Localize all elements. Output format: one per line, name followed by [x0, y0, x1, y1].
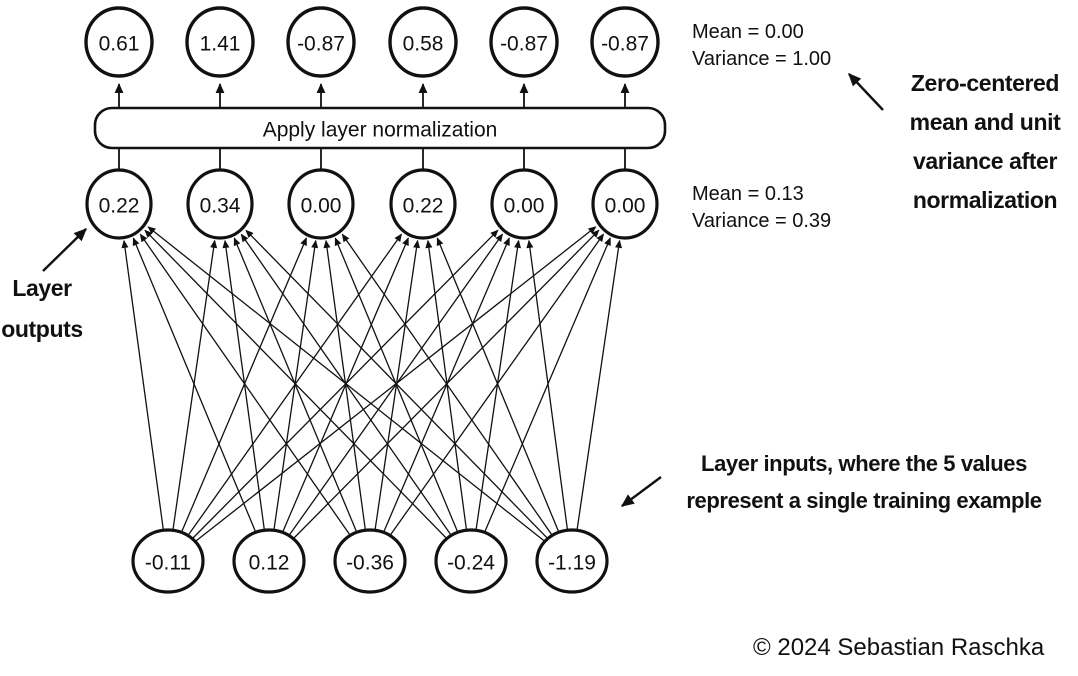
connection-line — [273, 239, 319, 531]
normalized-output-node-circle — [489, 6, 559, 78]
connection-line — [222, 239, 266, 531]
connection-line — [341, 233, 553, 536]
layer-output-node-value: 0.00 — [504, 194, 545, 217]
layer-output-node-value: 0.22 — [403, 194, 444, 217]
layer-inputs-pointer-arrow — [620, 476, 662, 507]
stats-after-normalization: Mean = 0.00 Variance = 1.00 — [692, 21, 832, 70]
layer-output-node-value: 0.34 — [200, 194, 241, 217]
normalized-output-node-circle — [84, 6, 154, 78]
layer-input-node-circle — [535, 528, 609, 594]
layer-outputs-pointer-arrow — [42, 228, 87, 272]
connection-line — [172, 239, 218, 531]
layer-normalization-label: Apply layer normalization — [263, 118, 498, 141]
connection-line — [382, 237, 510, 533]
normalized-output-node-value: 1.41 — [200, 32, 241, 55]
layer-input-node-value: -0.36 — [346, 551, 394, 574]
connection-line — [139, 233, 351, 536]
normalized-output-node-circle — [388, 6, 458, 78]
connection-line — [576, 239, 623, 531]
layer-input-node-circle — [333, 528, 407, 594]
layer-output-node-circle — [490, 168, 558, 240]
layer-input-node-circle — [434, 528, 508, 594]
layer-output-node-value: 0.00 — [301, 194, 342, 217]
layer-inputs-note: Layer inputs, where the 5 values represe… — [686, 451, 1042, 513]
layer-input-node-value: -0.24 — [447, 551, 495, 574]
normalized-output-node-circle — [185, 6, 255, 78]
normalized-output-node-value: 0.61 — [99, 32, 140, 55]
connection-lines-group — [121, 226, 623, 543]
connection-line — [292, 229, 600, 540]
layer-output-node-circle — [389, 168, 457, 240]
layer-output-node-circle — [287, 168, 355, 240]
connection-line — [147, 226, 546, 543]
layer-outputs-label: Layer outputs — [1, 275, 83, 342]
connection-line — [233, 237, 358, 533]
connection-line — [121, 239, 165, 531]
layer-input-node-value: 0.12 — [249, 551, 290, 574]
stats-before-normalization: Mean = 0.13 Variance = 0.39 — [692, 183, 832, 232]
normalized-output-node-circle — [590, 6, 660, 78]
nodes-group: 0.61 1.41 -0.87 0.58 -0.87 -0.87 0.22 0.34 0.00 0… — [84, 6, 660, 594]
normalized-output-node-value: 0.58 — [403, 32, 444, 55]
connection-line — [526, 239, 569, 531]
normalized-output-node-value: -0.87 — [601, 32, 649, 55]
connection-line — [132, 237, 257, 533]
layer-output-node-circle — [85, 168, 153, 240]
layer-output-node-circle — [591, 168, 659, 240]
layer-input-node-value: -1.19 — [548, 551, 596, 574]
connection-line — [240, 233, 452, 536]
copyright-text: © 2024 Sebastian Raschka — [753, 634, 1045, 661]
connection-line — [288, 233, 504, 537]
layer-output-node-value: 0.00 — [605, 194, 646, 217]
layer-normalization-box — [93, 106, 667, 150]
layer-output-node-value: 0.22 — [99, 194, 140, 217]
layer-output-node-circle — [186, 168, 254, 240]
normalized-output-node-circle — [286, 6, 356, 78]
layer-input-node-value: -0.11 — [145, 551, 191, 574]
normalization-box-group: Apply layer normalization — [93, 106, 667, 150]
connection-line — [436, 237, 560, 533]
normalized-output-node-value: -0.87 — [500, 32, 548, 55]
zero-centered-note: Zero-centered mean and unit variance aft… — [909, 70, 1061, 213]
connection-line — [334, 237, 459, 533]
normalized-output-node-value: -0.87 — [297, 32, 345, 55]
connection-line — [475, 239, 522, 531]
connection-line — [180, 237, 307, 533]
layer-input-node-circle — [131, 528, 205, 594]
arrows-group — [42, 73, 884, 507]
stats-after-pointer-arrow — [848, 73, 884, 111]
connection-line — [144, 229, 448, 540]
connection-line — [483, 237, 611, 533]
connection-line — [245, 229, 549, 540]
connection-line — [323, 239, 367, 531]
connection-line — [389, 233, 605, 537]
layer-input-node-circle — [232, 528, 306, 594]
